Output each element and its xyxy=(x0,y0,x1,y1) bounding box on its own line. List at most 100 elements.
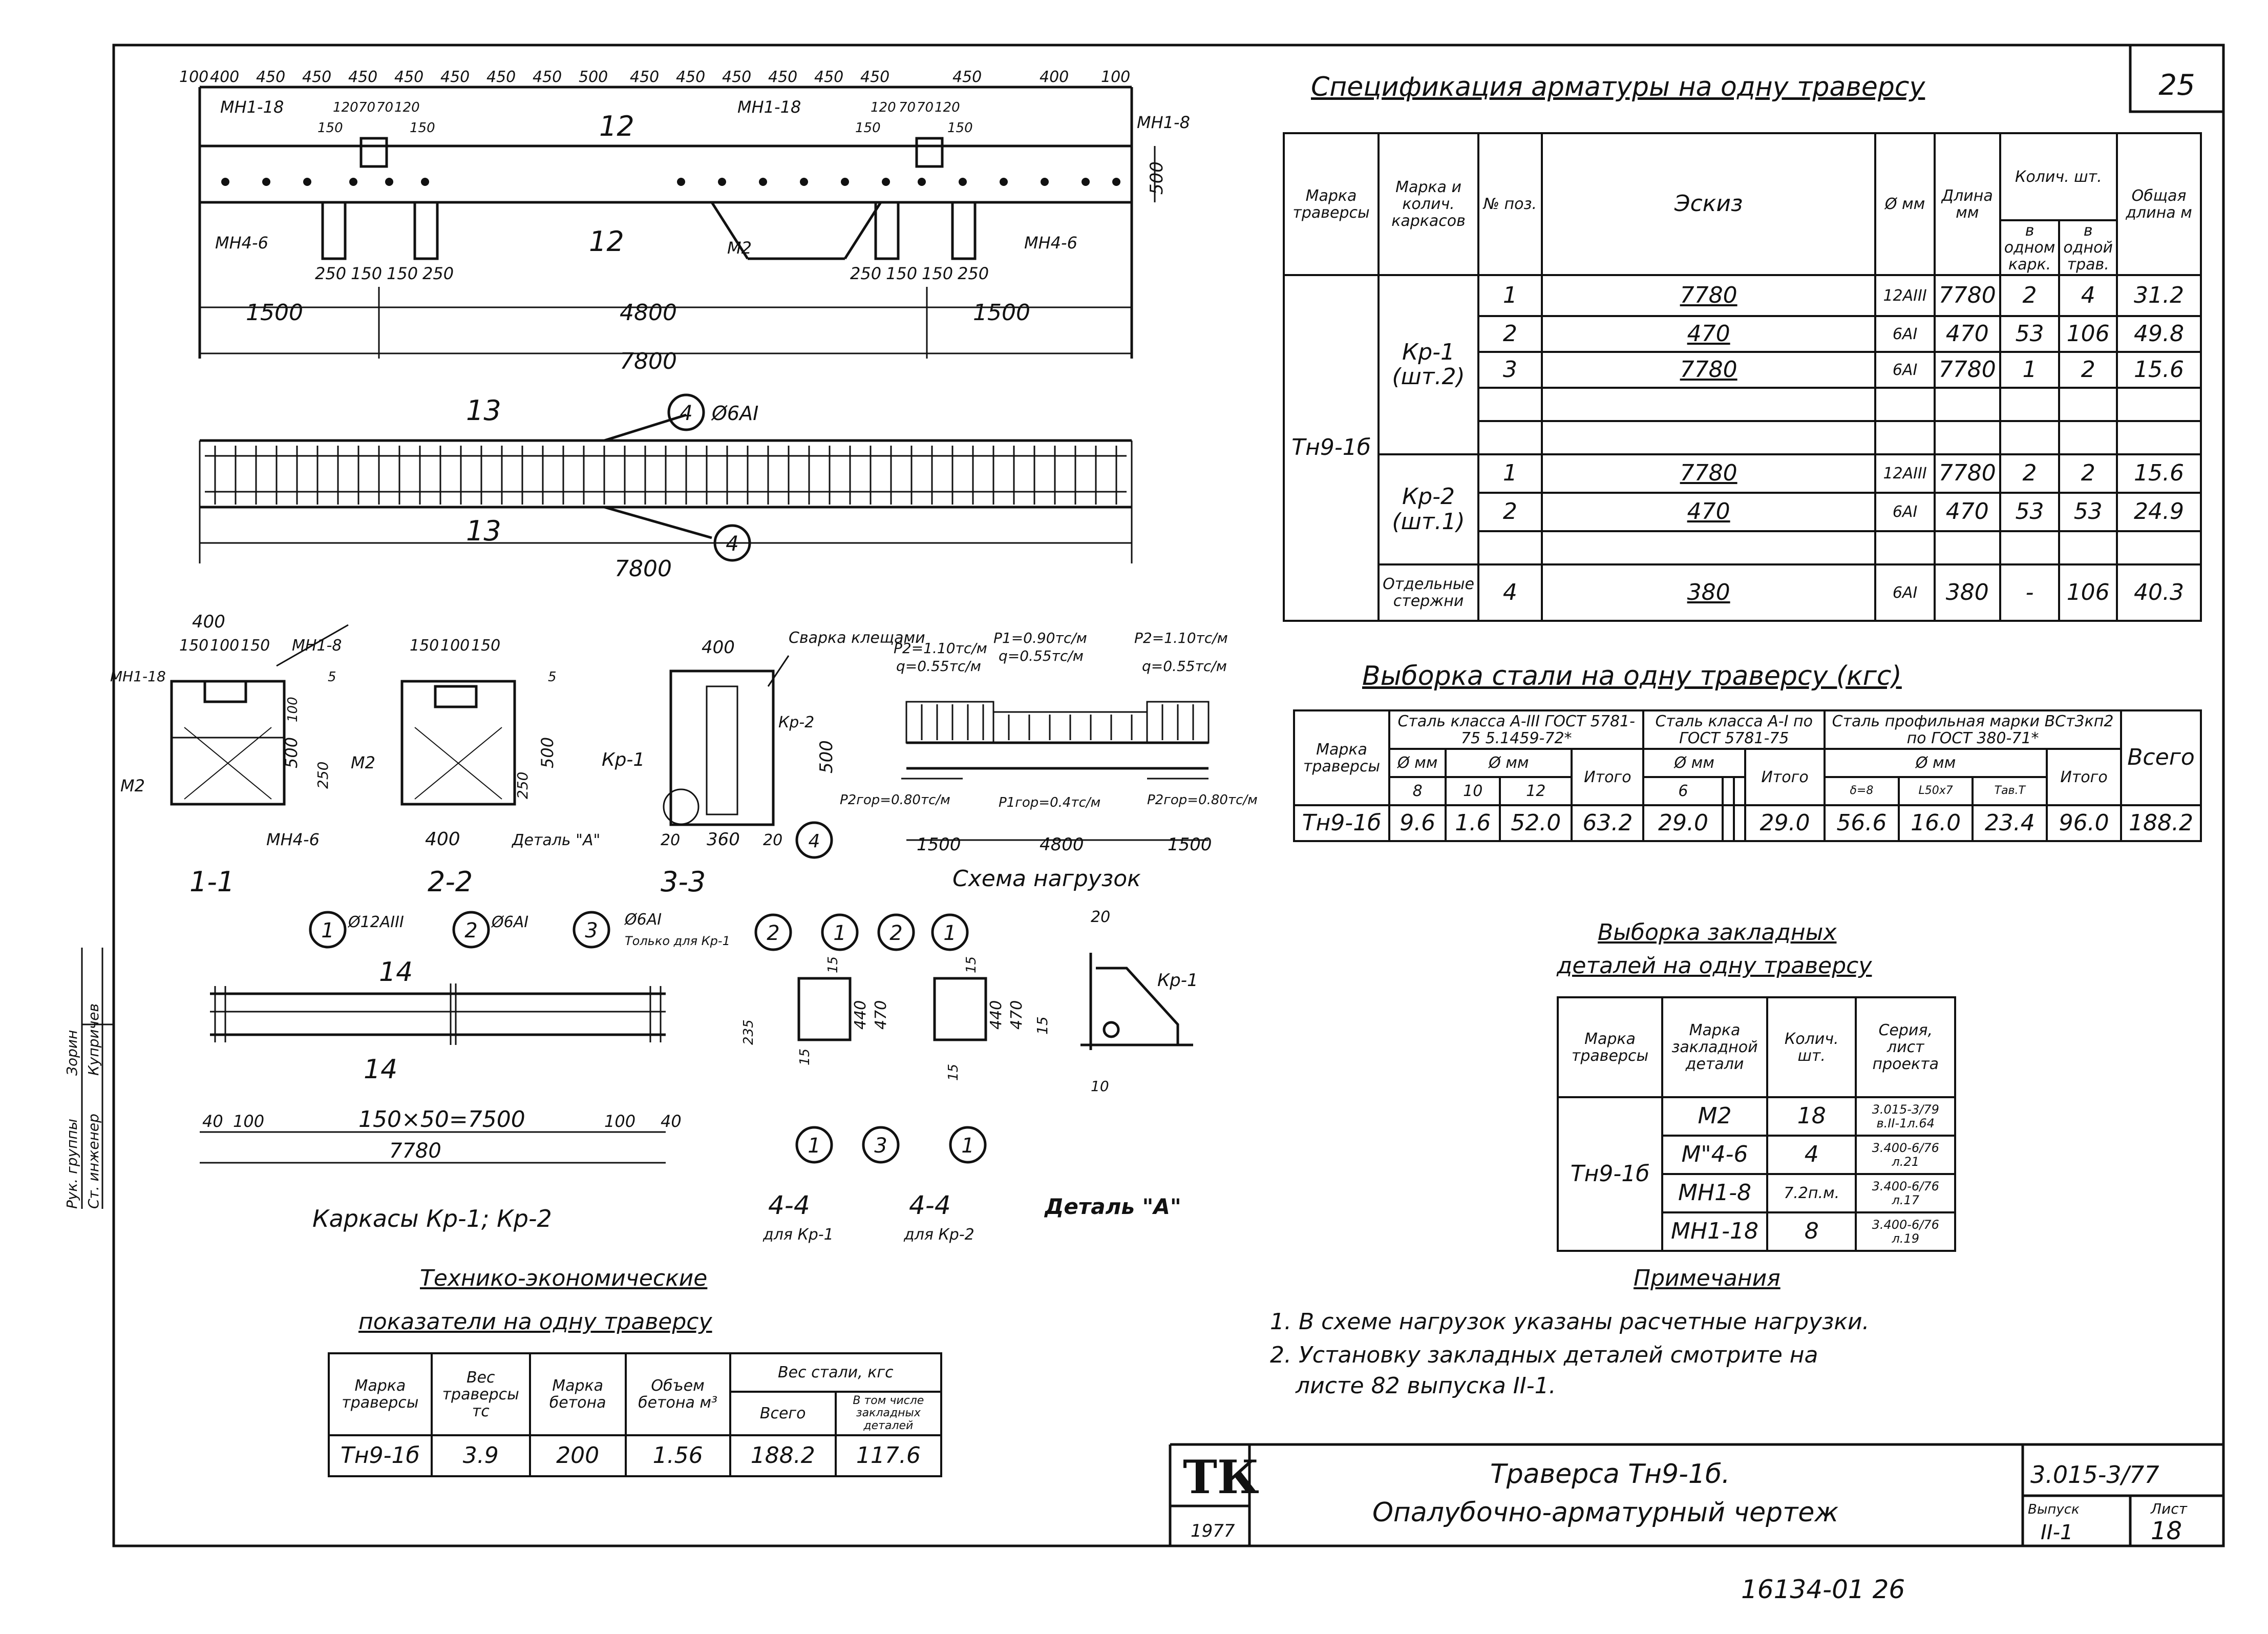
stamp-year: 1977 xyxy=(1191,1521,1235,1541)
spec-row-empty xyxy=(1284,530,2202,565)
spec-h-qty-trav: в одной трав. xyxy=(2058,219,2118,276)
frames-c1: 1 xyxy=(321,919,334,942)
s44a-dim-3: 235 xyxy=(741,1019,756,1045)
spec-cell: 2 xyxy=(2058,453,2118,494)
sub-dim-r-4: 150 xyxy=(855,120,881,136)
tech-cell: 117.6 xyxy=(834,1434,943,1477)
tech-title-1: Технико-экономические xyxy=(420,1265,708,1291)
spec-row: Кр-2 (шт.1) 1 7780 12AIII 7780 2 2 15.6 xyxy=(1284,453,2202,565)
side-label-0: Рук. группы xyxy=(63,1119,80,1209)
steel-d: 6 xyxy=(1642,776,1724,806)
frames-c2-text: Ø6AI xyxy=(491,913,528,931)
side-stamp xyxy=(81,948,115,1209)
spec-cell: 53 xyxy=(2058,492,2118,532)
steel-h-a1: Сталь класса A-I по ГОСТ 5781-75 xyxy=(1642,709,1826,750)
notes-title: Примечания xyxy=(1634,1265,1781,1291)
s44b-dim-2: 470 xyxy=(1008,1000,1026,1030)
detailA-title: Деталь "А" xyxy=(1044,1194,1181,1219)
frames-dim-3: 100 xyxy=(604,1112,635,1131)
sec11-h-250: 250 xyxy=(314,762,331,789)
load-title: Схема нагрузок xyxy=(952,866,1141,892)
spec-sketch: 470 xyxy=(1540,492,1877,532)
embedded-cell: 7.2п.м. xyxy=(1766,1173,1857,1213)
embedded-cell: 3.400-6/76 л.21 xyxy=(1855,1135,1956,1175)
spec-frame-1: Кр-2 (шт.1) xyxy=(1377,453,1479,565)
spec-frame-2: Отдельные стержни xyxy=(1377,563,1479,622)
steel-h-dia-a1: Ø мм xyxy=(1642,748,1746,778)
label-mn1-18-right: МН1-18 xyxy=(737,97,801,117)
s44a-callout-1b: 1 xyxy=(808,1134,820,1158)
s44a-dim-4: 15 xyxy=(797,1049,813,1065)
spec-cell: 3 xyxy=(1477,351,1543,389)
embedded-title-2: деталей на одну траверсу xyxy=(1557,953,1872,979)
s44b-callout-1b: 1 xyxy=(961,1134,974,1158)
steel-cell: 29.0 xyxy=(1642,804,1724,842)
spec-row: Тн9-1б Кр-1 (шт.2) 1 7780 12AIII 7780 2 … xyxy=(1282,274,2202,622)
steel-d-empty xyxy=(1722,776,1735,806)
embedded-cell: 3.400-6/76 л.17 xyxy=(1855,1173,1956,1213)
sec11-label-mn1-8: МН1-8 xyxy=(292,637,342,655)
frames-c2: 2 xyxy=(464,919,477,942)
spec-cell: 1 xyxy=(1477,453,1543,494)
s44a-callout-1: 1 xyxy=(833,921,846,945)
spec-cell: 470 xyxy=(1933,492,2001,532)
spec-h-mark: Марка траверсы xyxy=(1282,132,1380,276)
spec-h-total: Общая длина м xyxy=(2115,132,2202,276)
spec-cell: 53 xyxy=(1999,315,2061,353)
note-3: листе 82 выпуска II-1. xyxy=(1296,1373,1556,1399)
detailA-dim-2: 10 xyxy=(1091,1078,1109,1095)
span-dim-right: 1500 xyxy=(973,300,1030,326)
elevation-view xyxy=(198,86,1156,359)
steel-h-prof: Сталь профильная марки ВСт3кп2 по ГОСТ 3… xyxy=(1824,709,2122,750)
section-13-bottom: 13 xyxy=(466,515,501,547)
sec11-h-100: 100 xyxy=(285,697,301,722)
mid-dim-r-3: 250 xyxy=(958,264,989,283)
sec22-label-m2: М2 xyxy=(351,753,375,772)
label-m2: М2 xyxy=(727,238,752,258)
steel-d-empty xyxy=(1733,776,1746,806)
embedded-row: МН1-8 7.2п.м. 3.400-6/76 л.17 xyxy=(1558,1173,1956,1213)
steel-h-dia-a3b: Ø мм xyxy=(1445,748,1573,778)
load-span-2: 1500 xyxy=(1168,834,1212,855)
load-q-left: q=0.55тс/м xyxy=(896,658,981,675)
overall-dim-plan: 7800 xyxy=(614,556,672,582)
top-dim-2: 450 xyxy=(256,68,285,86)
steel-h-total-a3: Итого xyxy=(1571,748,1645,806)
section-13-top: 13 xyxy=(466,394,501,427)
frames-overall: 7780 xyxy=(389,1139,441,1163)
embedded-row: МН1-18 8 3.400-6/76 л.19 xyxy=(1558,1211,1956,1252)
top-dim-11: 450 xyxy=(676,68,705,86)
mid-dim-l-3: 250 xyxy=(422,264,454,283)
embedded-cell: М2 xyxy=(1661,1096,1768,1137)
callout-4-text-top: 4 xyxy=(680,402,692,425)
steel-cell: 52.0 xyxy=(1499,804,1573,842)
steel-d: 8 xyxy=(1388,776,1447,806)
sub-dim-r-2: 70 xyxy=(917,100,934,115)
frames-c3-note: Только для Кр-1 xyxy=(625,934,730,948)
stamp-issue: II-1 xyxy=(2041,1521,2073,1544)
callout-4-bottom xyxy=(713,524,751,562)
callout-4-top xyxy=(667,393,705,431)
mid-dim-l-0: 250 xyxy=(315,264,346,283)
frames-dim-1: 100 xyxy=(233,1112,264,1131)
sec22-sub-0: 150 xyxy=(410,637,439,655)
steel-row: Тн9-1б 9.6 1.6 52.0 63.2 29.0 29.0 56.6 … xyxy=(1293,804,2202,842)
sec33-bottom-2: 20 xyxy=(763,831,782,849)
top-dim-5: 450 xyxy=(394,68,423,86)
spec-sketch: 7780 xyxy=(1540,453,1877,494)
top-dim-18: 100 xyxy=(1101,68,1130,86)
steel-cell-empty xyxy=(1733,804,1746,842)
s44b-title: 4-4 xyxy=(909,1190,951,1220)
tech-row: Тн9-1б 3.9 200 1.56 188.2 117.6 xyxy=(328,1434,943,1477)
tech-h: Вес стали, кгс xyxy=(729,1352,943,1393)
load-span-0: 1500 xyxy=(917,834,961,855)
frames-dim-2: 150×50=7500 xyxy=(358,1106,525,1133)
embedded-cell: М"4-6 xyxy=(1661,1135,1768,1175)
embedded-row: М"4-6 4 3.400-6/76 л.21 xyxy=(1558,1135,1956,1175)
steel-cell: 188.2 xyxy=(2120,804,2202,842)
sec33-label-detail: Деталь "А" xyxy=(511,831,600,849)
load-scheme xyxy=(901,701,1210,841)
spec-h-qty-frame: в одном карк. xyxy=(1999,219,2061,276)
spec-h-frame: Марка и колич. каркасов xyxy=(1377,132,1479,276)
embedded-cell: 8 xyxy=(1766,1211,1857,1252)
